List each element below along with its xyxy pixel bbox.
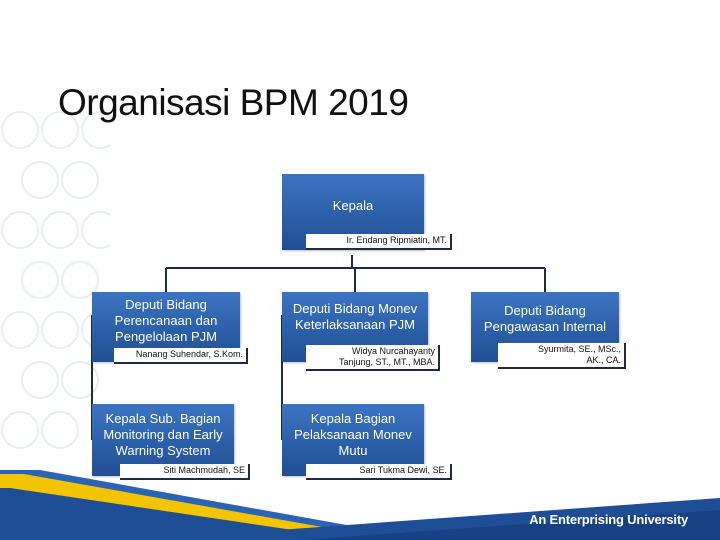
footer-tagline: An Enterprising University xyxy=(529,512,688,527)
page-title: Organisasi BPM 2019 xyxy=(58,82,409,123)
sub-monitoring-name: Siti Machmudah, SE xyxy=(120,464,250,480)
deputy-internal-audit-role: Deputi Bidang Pengawasan Internal xyxy=(483,303,607,334)
deputy-monev-role: Deputi Bidang Monev Keterlaksanaan PJM xyxy=(292,301,418,332)
org-box-sub-monev-quality: Kepala Bagian Pelaksanaan Monev Mutu xyxy=(282,404,424,476)
head-name: Ir. Endang Ripmiatin, MT. xyxy=(306,234,452,250)
deputy-internal-audit-name-line2: AK., CA. xyxy=(586,355,621,365)
sub-monev-quality-role: Kepala Bagian Pelaksanaan Monev Mutu xyxy=(294,411,412,458)
deputy-internal-audit-name-line1: Syurmita, SE., MSc., xyxy=(537,344,621,354)
deputy-internal-audit-name: Syurmita, SE., MSc., AK., CA. xyxy=(498,343,626,369)
sub-monitoring-role: Kepala Sub. Bagian Monitoring dan Early … xyxy=(103,411,223,458)
footer-band xyxy=(0,470,720,540)
sub-monev-quality-name: Sari Tukma Dewi, SE. xyxy=(306,464,452,480)
deputy-monev-name-line1: Widya Nurcahayanty xyxy=(351,346,435,356)
deputy-planning-role: Deputi Bidang Perencanaan dan Pengelolaa… xyxy=(114,297,218,344)
background-pattern xyxy=(1,111,110,449)
head-role: Kepala xyxy=(332,198,374,213)
deputy-planning-name: Nanang Suhendar, S.Kom. xyxy=(114,348,248,364)
deputy-monev-name-line2: Tanjung, ST., MT., MBA. xyxy=(338,357,435,367)
deputy-monev-name: Widya Nurcahayanty Tanjung, ST., MT., MB… xyxy=(306,345,440,371)
